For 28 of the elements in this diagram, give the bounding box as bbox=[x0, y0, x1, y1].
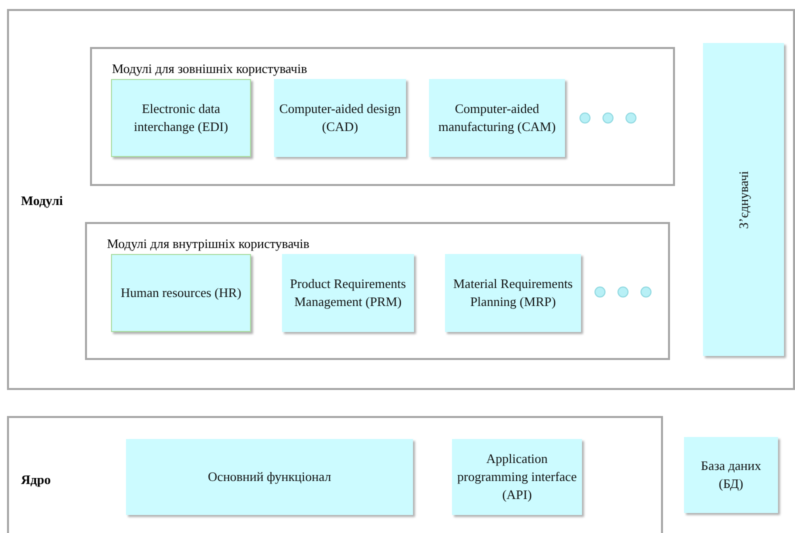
module-box bbox=[429, 79, 565, 157]
module-label: Application programming interface (API) bbox=[456, 450, 578, 504]
module-box bbox=[274, 79, 406, 157]
group-heading: Модулі для внутрішніх користувачів bbox=[107, 235, 310, 253]
group-heading: Модулі для зовнішніх користувачів bbox=[112, 60, 308, 78]
layer-panel bbox=[7, 9, 795, 390]
module-label: Electronic data interchange (EDI) bbox=[132, 100, 230, 136]
module-box bbox=[282, 254, 414, 332]
module-box bbox=[445, 254, 581, 332]
module-label: Computer-aided design (CAD) bbox=[278, 100, 402, 136]
layer-panel bbox=[7, 416, 663, 533]
module-box bbox=[126, 439, 413, 515]
module-label: З’єднувачі bbox=[734, 170, 752, 230]
module-group-panel bbox=[90, 47, 675, 186]
module-label: База даних (БД) bbox=[700, 457, 762, 493]
layer-label: Модулі bbox=[21, 192, 63, 210]
layer-label: Ядро bbox=[21, 471, 51, 489]
module-label: Computer-aided manufacturing (CAM) bbox=[437, 100, 557, 136]
module-box bbox=[452, 439, 582, 515]
module-label: Material Requirements Planning (MRP) bbox=[452, 275, 574, 311]
module-label: Product Requirements Management (PRM) bbox=[289, 275, 407, 311]
module-label: Основний функціонал bbox=[206, 468, 332, 486]
module-group-panel bbox=[85, 222, 670, 360]
module-box bbox=[111, 254, 251, 332]
connectors-bar bbox=[703, 43, 784, 356]
module-box bbox=[111, 79, 251, 157]
module-label: Human resources (HR) bbox=[120, 284, 242, 302]
module-box bbox=[684, 437, 778, 513]
